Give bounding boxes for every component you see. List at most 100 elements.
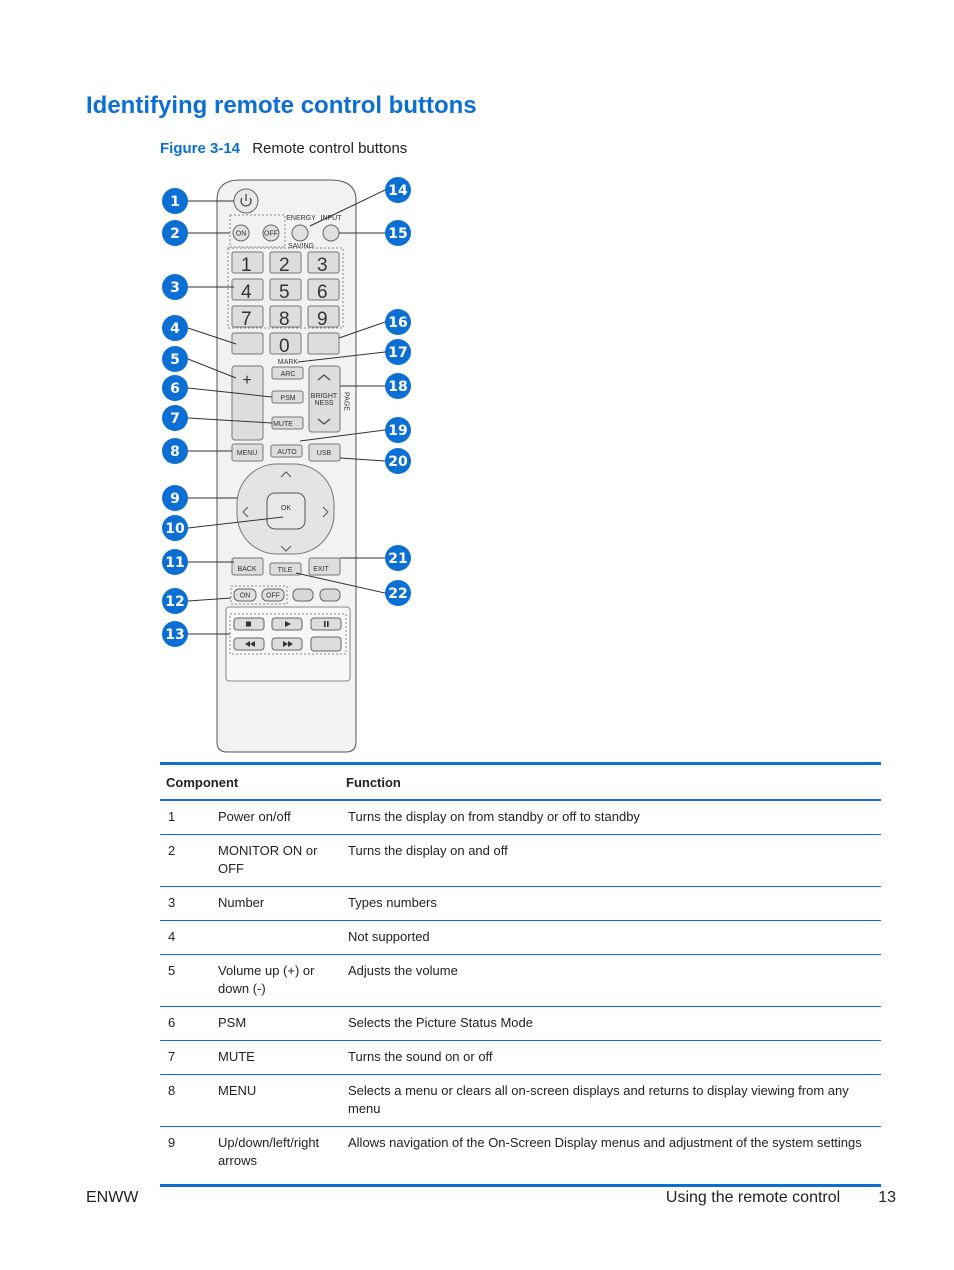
monitor-off-button[interactable]	[262, 224, 280, 242]
page-number: 13	[878, 1189, 896, 1206]
callout-13-marker	[162, 621, 188, 647]
cell-function: Types numbers	[340, 886, 881, 921]
cell-number: 4	[160, 920, 210, 955]
cell-component: MONITOR ON or OFF	[210, 834, 340, 887]
volume-up-label: +	[242, 372, 251, 389]
menu-button[interactable]	[231, 443, 264, 462]
cell-function: Allows navigation of the On-Screen Displ…	[348, 1135, 862, 1150]
callout-5-label: 5	[170, 352, 180, 368]
exit-button[interactable]	[308, 557, 341, 576]
back-button[interactable]	[231, 557, 264, 576]
column-header-component: Component	[160, 763, 340, 801]
digit-7-button[interactable]	[231, 305, 264, 328]
arrow-down-icon	[280, 545, 292, 552]
power-icon	[240, 194, 252, 207]
callout-19-label: 19	[388, 423, 407, 439]
psm-label: PSM	[280, 395, 295, 402]
callout-6-marker	[162, 375, 188, 401]
callout-13-label: 13	[165, 627, 184, 643]
input-button[interactable]	[322, 224, 340, 242]
digit-0-button[interactable]	[269, 332, 302, 355]
pause-icon	[324, 621, 329, 627]
callout-21-marker	[385, 545, 411, 571]
digit-2-button[interactable]	[269, 251, 302, 274]
callout-22-label: 22	[388, 586, 407, 602]
callout-22-marker	[385, 580, 411, 606]
callout-3-label: 3	[170, 280, 180, 296]
digit-4-button[interactable]	[231, 278, 264, 301]
callout-2-marker	[162, 220, 188, 246]
cell-number: 3	[160, 886, 210, 921]
mark-area-button[interactable]	[307, 332, 340, 355]
cell-function: Not supported	[340, 920, 881, 955]
ok-button[interactable]	[266, 492, 306, 530]
digit-6-label: 6	[317, 282, 328, 303]
monitor-on-label: ON	[236, 231, 247, 238]
tile-off-label: OFF	[266, 593, 280, 600]
callout-5-marker	[162, 346, 188, 372]
tile-on-label: ON	[240, 593, 251, 600]
digit-6-button[interactable]	[307, 278, 340, 301]
digit-9-label: 9	[317, 309, 328, 330]
pause-button[interactable]	[310, 617, 342, 631]
back-label: BACK	[237, 566, 256, 573]
callout-14-label: 14	[388, 183, 408, 199]
cell-number: 7	[160, 1040, 210, 1075]
brightness-rocker[interactable]	[308, 365, 341, 433]
page-title: Identifying remote control buttons	[86, 92, 477, 119]
callout-2-label: 2	[170, 226, 180, 242]
digit-5-button[interactable]	[269, 278, 302, 301]
digit-2-label: 2	[279, 255, 290, 276]
brightness-up-icon	[317, 374, 331, 381]
auto-button[interactable]	[270, 444, 303, 458]
cell-number: 9	[168, 1135, 176, 1150]
color-button-a[interactable]	[292, 588, 314, 602]
callout-16-marker	[385, 309, 411, 335]
monitor-on-button[interactable]	[232, 224, 250, 242]
cell-component: Up/down/left/right arrows	[218, 1135, 320, 1168]
callout-11-marker	[162, 549, 188, 575]
callout-11-label: 11	[165, 555, 184, 571]
digit-8-button[interactable]	[269, 305, 302, 328]
unsupported-button[interactable]	[231, 332, 264, 355]
digit-3-label: 3	[317, 255, 328, 276]
cell-function: Turns the display on from standby or off…	[340, 800, 881, 835]
cell-component	[210, 920, 340, 955]
callout-8-label: 8	[170, 444, 180, 460]
callout-7-marker	[162, 405, 188, 431]
cell-component: MUTE	[210, 1040, 340, 1075]
tile-button[interactable]	[269, 562, 302, 576]
callout-12-marker	[162, 588, 188, 614]
color-button-b[interactable]	[319, 588, 341, 602]
digit-9-button[interactable]	[307, 305, 340, 328]
tile-off-button[interactable]	[261, 588, 285, 602]
arc-button[interactable]	[271, 366, 304, 380]
digit-3-button[interactable]	[307, 251, 340, 274]
callout-14-marker	[385, 177, 411, 203]
callout-17-label: 17	[388, 345, 407, 361]
play-icon	[285, 621, 291, 627]
brightness-label-line1: BRIGHT	[311, 393, 338, 400]
table-header-row: Component Function	[160, 763, 881, 801]
cell-component: Number	[210, 886, 340, 921]
record-area-button[interactable]	[310, 636, 342, 652]
tile-on-button[interactable]	[233, 588, 257, 602]
callout-18-label: 18	[388, 379, 407, 395]
figure-caption-text: Remote control buttons	[252, 140, 408, 157]
monitor-off-label: OFF	[264, 231, 278, 238]
footer-section-title: Using the remote control	[665, 1189, 841, 1206]
callout-19-marker	[385, 417, 411, 443]
callout-leaders	[187, 189, 386, 635]
column-header-function: Function	[340, 763, 881, 801]
digit-1-button[interactable]	[231, 251, 264, 274]
footer-right: Using the remote control 13	[666, 1189, 896, 1207]
usb-button[interactable]	[308, 443, 341, 462]
energy-saving-button[interactable]	[291, 224, 309, 242]
callout-15-marker	[385, 220, 411, 246]
rewind-icon	[245, 641, 255, 647]
figure-caption: Figure 3-14 Remote control buttons	[160, 140, 407, 157]
